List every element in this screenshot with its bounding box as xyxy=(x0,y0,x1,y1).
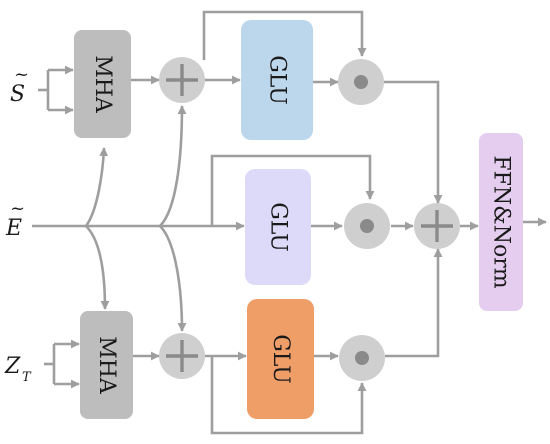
mha-top-label: MHA xyxy=(90,55,115,114)
mha-block-bottom: MHA xyxy=(80,311,133,419)
wire-skip-top xyxy=(202,10,367,60)
input-z-text: Z xyxy=(4,354,21,379)
input-z-label: Z T xyxy=(4,354,32,385)
glu-mid-label: GLU xyxy=(266,202,291,252)
mha-block-top: MHA xyxy=(74,30,131,138)
input-e-label: E ~ xyxy=(5,198,25,241)
wire-skip-mid xyxy=(210,154,375,226)
ffn-norm-label: FFN&Norm xyxy=(489,155,514,288)
input-s-label: S ~ xyxy=(10,64,29,107)
glu-block-top: GLU xyxy=(241,20,313,140)
glu-block-mid: GLU xyxy=(245,169,311,285)
mha-bottom-label: MHA xyxy=(94,336,119,395)
glu-block-bottom: GLU xyxy=(247,299,314,419)
input-s-text: S xyxy=(10,82,25,107)
adder-sum xyxy=(414,203,460,249)
input-e-tilde: ~ xyxy=(10,198,25,219)
wire-e-to-add-top xyxy=(159,105,187,227)
multiply-node-bottom xyxy=(339,335,385,381)
multiply-node-mid xyxy=(344,203,390,249)
input-s-tilde: ~ xyxy=(14,64,29,85)
adder-bottom xyxy=(159,333,205,379)
wire-mul-top-to-sum xyxy=(384,80,443,204)
wire-e-to-mha-bottom xyxy=(85,225,110,310)
adder-top xyxy=(159,57,205,103)
input-e-text: E xyxy=(5,216,22,241)
wire-mul-bottom-to-sum xyxy=(385,248,443,358)
glu-bottom-label: GLU xyxy=(268,334,293,384)
input-z-subscript: T xyxy=(22,370,32,385)
wire-e-to-mha-top xyxy=(84,147,109,227)
wire-e-to-add-bottom xyxy=(159,225,187,332)
wire-skip-bottom xyxy=(210,356,367,435)
ffn-norm-block: FFN&Norm xyxy=(479,133,523,311)
glu-top-label: GLU xyxy=(265,55,290,105)
multiply-node-top xyxy=(338,59,384,105)
